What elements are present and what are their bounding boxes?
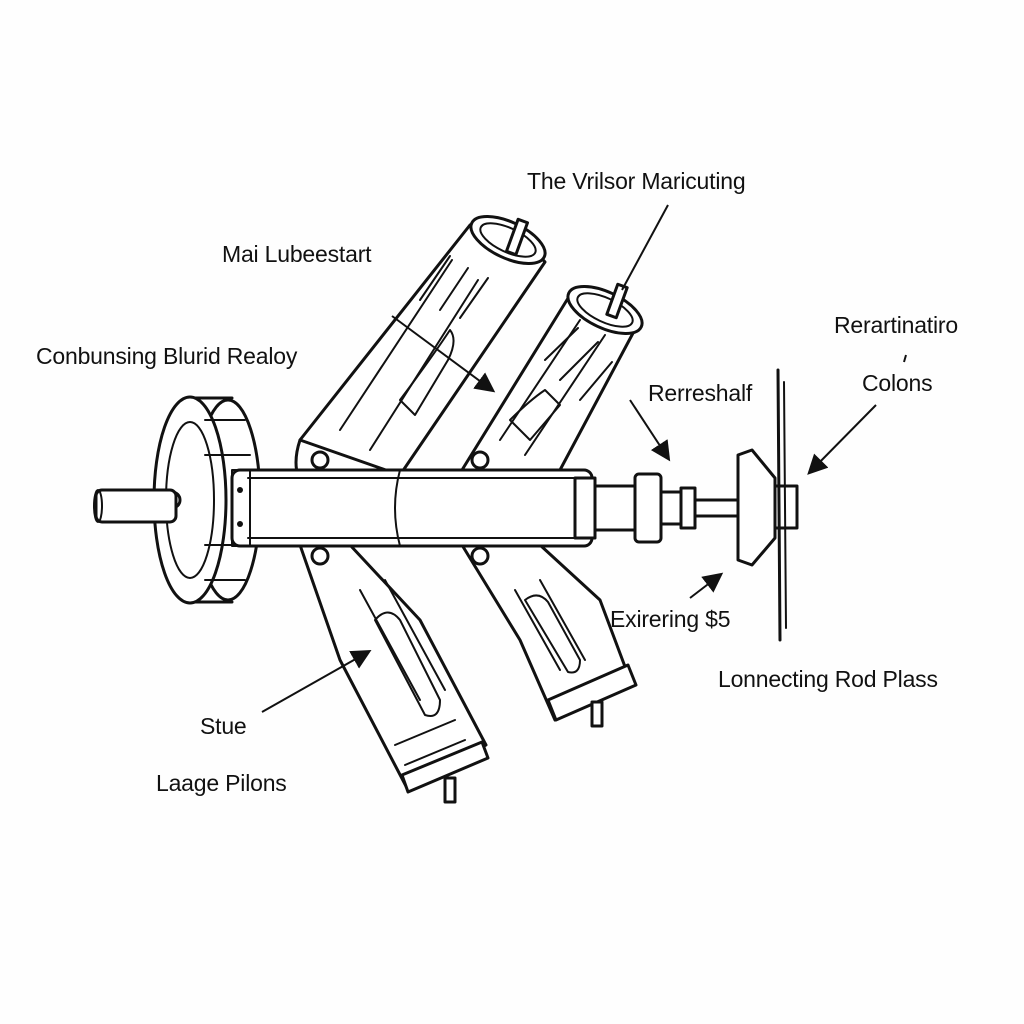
leader-top-callout <box>621 204 669 291</box>
leader-rerartinatiro <box>903 354 907 363</box>
right-connecting-arm <box>460 282 644 728</box>
label-laage-pilons: Laage Pilons <box>156 770 287 796</box>
label-stue: Stue <box>200 713 247 739</box>
label-connecting-rod: Lonnecting Rod Plass <box>718 666 938 692</box>
leader-mai-lubeestart <box>391 315 496 393</box>
label-rerartinatiro: Rerartinatiro <box>834 312 958 338</box>
label-colons: Colons <box>862 370 933 396</box>
leader-lines <box>261 204 907 713</box>
main-shaft <box>230 468 742 548</box>
leader-exirering <box>689 572 724 599</box>
left-connecting-arm <box>294 215 547 804</box>
leader-colons <box>807 404 877 475</box>
end-flange <box>736 368 799 642</box>
axle-stub <box>93 488 178 524</box>
leader-rerreshalf <box>629 399 671 462</box>
label-conbunsing: Conbunsing Blurid Realoy <box>36 343 298 369</box>
leader-stue <box>261 650 372 713</box>
label-exirering: Exirering $5 <box>610 606 731 632</box>
label-mai-lubeestart: Mai Lubeestart <box>222 241 372 267</box>
label-rerreshalf: Rerreshalf <box>648 380 753 406</box>
label-top-callout: The Vrilsor Maricuting <box>527 168 746 194</box>
